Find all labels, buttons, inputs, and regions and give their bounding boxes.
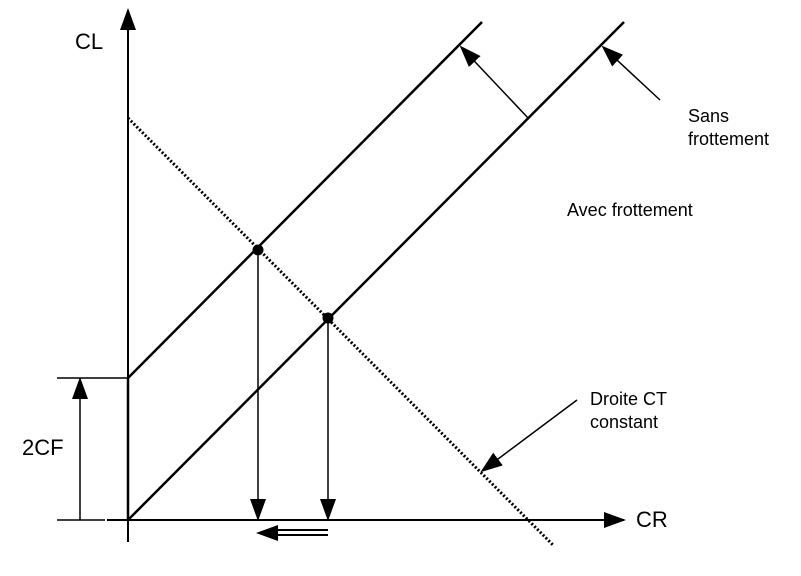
line-sans-frottement <box>127 21 625 521</box>
label-avec-frottement: Avec frottement <box>567 200 693 220</box>
label-droite-2: constant <box>590 412 659 432</box>
label-sans-1: Sans <box>688 106 730 126</box>
callout-arrow-sans <box>601 45 661 101</box>
shift-double-arrow <box>256 525 328 541</box>
x-axis-label: CR <box>636 507 668 532</box>
y-axis-label: CL <box>75 29 104 54</box>
callout-arrow-avec <box>459 45 530 120</box>
line-avec-frottement <box>126 21 483 520</box>
callout-arrow-droite <box>480 399 578 473</box>
label-sans-2: frottement <box>688 129 770 149</box>
line-ct-constant <box>126 116 555 547</box>
label-droite-1: Droite CT <box>590 389 668 409</box>
offset-label-2cf: 2CF <box>22 435 64 460</box>
